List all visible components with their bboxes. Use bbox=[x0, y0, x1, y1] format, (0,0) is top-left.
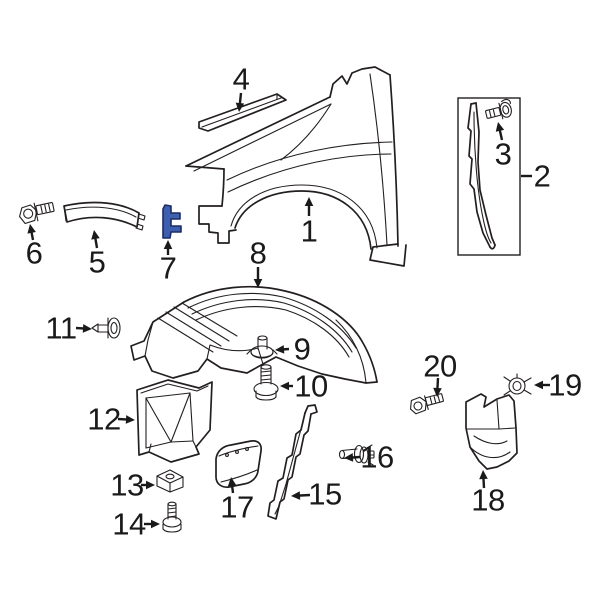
part-4-upper-molding-strip-drawing[interactable] bbox=[198, 93, 287, 132]
part-2-box-frame bbox=[457, 97, 521, 256]
callout-arrow-head-5 bbox=[91, 230, 100, 240]
part-19-grommet-clip-drawing[interactable] bbox=[503, 373, 532, 396]
callout-label-6[interactable]: 6 bbox=[25, 235, 43, 271]
callout-label-15[interactable]: 15 bbox=[308, 476, 342, 512]
callout-arrow-head-17 bbox=[227, 477, 237, 487]
callout-label-19[interactable]: 19 bbox=[548, 367, 582, 403]
callout-arrow-head-15 bbox=[291, 491, 301, 500]
part-5-front-trim-molding-drawing[interactable] bbox=[63, 201, 146, 231]
callout-label-13[interactable]: 13 bbox=[110, 467, 144, 503]
part-14-flange-bolt-drawing[interactable] bbox=[162, 501, 182, 533]
part-11-screw-drawing[interactable] bbox=[91, 317, 121, 339]
callout-arrow-head-14 bbox=[151, 519, 160, 529]
part-12-apron-seal-drawing[interactable] bbox=[136, 379, 213, 463]
callout-arrow-line-15 bbox=[297, 493, 311, 497]
callout-label-9[interactable]: 9 bbox=[293, 331, 311, 367]
callout-label-18[interactable]: 18 bbox=[471, 482, 505, 518]
callout-arrow-head-10 bbox=[280, 381, 289, 391]
callout-label-2[interactable]: 2 bbox=[533, 158, 551, 194]
part-13-clip-nut-drawing[interactable] bbox=[156, 469, 184, 493]
callout-label-12[interactable]: 12 bbox=[87, 401, 121, 437]
part-3-bolt-drawing[interactable] bbox=[484, 98, 514, 123]
part-10-flange-bolt-drawing[interactable] bbox=[253, 364, 279, 401]
callout-arrow-line-4 bbox=[238, 92, 243, 106]
part-15-rear-seal-strip-drawing[interactable] bbox=[267, 404, 318, 520]
callout-label-8[interactable]: 8 bbox=[249, 235, 267, 271]
callout-label-7[interactable]: 7 bbox=[159, 250, 177, 286]
part-1-front-fender-panel-drawing[interactable] bbox=[185, 66, 407, 267]
callout-arrow-head-7 bbox=[163, 240, 173, 249]
part-9-push-pin-drawing[interactable] bbox=[246, 335, 278, 359]
callout-arrow-head-13 bbox=[146, 480, 155, 490]
callout-arrow-head-3 bbox=[495, 122, 505, 132]
callout-arrow-head-20 bbox=[433, 387, 442, 397]
part-17-protector-pad-drawing[interactable] bbox=[215, 440, 262, 488]
callout-arrow-head-8 bbox=[253, 279, 263, 288]
callout-arrow-head-12 bbox=[125, 415, 135, 424]
callout-arrow-line-20 bbox=[436, 377, 440, 391]
callout-arrow-head-11 bbox=[82, 324, 92, 333]
part-6-hex-bolt-drawing[interactable] bbox=[18, 199, 56, 225]
callout-arrow-head-4 bbox=[235, 102, 245, 112]
part-2-boxed-rear-molding-drawing[interactable] bbox=[457, 97, 521, 256]
callout-arrow-head-16 bbox=[344, 453, 354, 462]
callout-label-11[interactable]: 11 bbox=[45, 310, 77, 346]
callout-label-10[interactable]: 10 bbox=[294, 368, 328, 404]
callout-label-16[interactable]: 16 bbox=[360, 439, 394, 475]
part-7-retainer-clip-highlighted-drawing[interactable] bbox=[162, 204, 182, 239]
callout-arrow-head-18 bbox=[479, 470, 488, 480]
part-8-fender-liner-drawing[interactable] bbox=[130, 285, 378, 384]
callout-label-20[interactable]: 20 bbox=[423, 348, 457, 384]
part-18-splash-shield-drawing[interactable] bbox=[465, 393, 518, 470]
callout-label-1[interactable]: 1 bbox=[300, 213, 318, 249]
callout-arrow-head-9 bbox=[275, 345, 285, 354]
part-20-hex-bolt-drawing[interactable] bbox=[408, 392, 445, 415]
callout-arrow-layer bbox=[27, 92, 550, 529]
callout-label-3[interactable]: 3 bbox=[494, 136, 512, 172]
callout-label-4[interactable]: 4 bbox=[232, 61, 250, 97]
callout-label-14[interactable]: 14 bbox=[112, 506, 146, 542]
callout-arrow-head-6 bbox=[27, 224, 36, 234]
callout-label-5[interactable]: 5 bbox=[88, 244, 106, 280]
callout-arrow-head-1 bbox=[304, 197, 314, 206]
callout-label-17[interactable]: 17 bbox=[220, 489, 254, 525]
callout-arrow-head-19 bbox=[534, 380, 543, 390]
